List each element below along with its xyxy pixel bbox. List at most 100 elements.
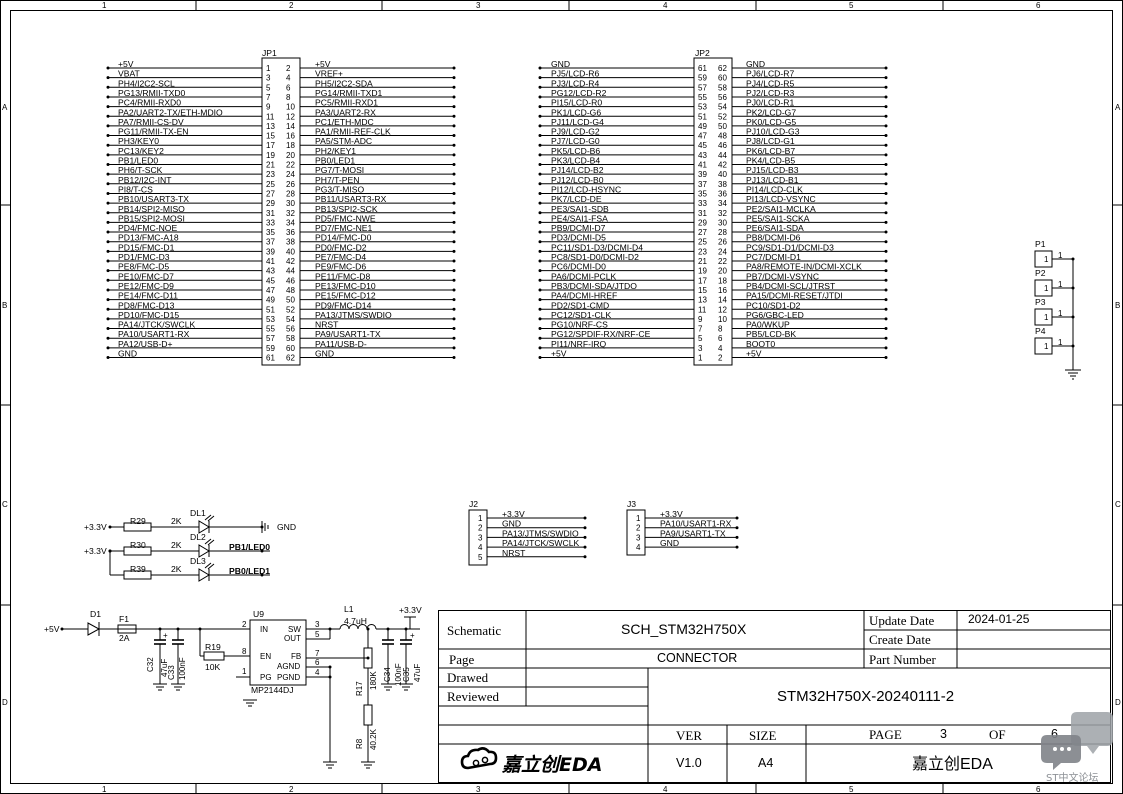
jp1-pin-even: 50	[286, 296, 295, 305]
jp1-pin-odd: 19	[266, 151, 275, 160]
jp1-net-right: PD5/FMC-NWE	[315, 213, 376, 223]
jp1-net-left: PI8/T-CS	[118, 184, 153, 194]
mount-pin: 1	[1044, 313, 1049, 322]
frame-col-label: 1	[102, 1, 107, 10]
jp2-pin-odd: 37	[698, 180, 707, 189]
jp2-pin-odd: 23	[698, 247, 707, 256]
jp2-net-left: PE4/SAI1-FSA	[551, 213, 608, 223]
jp1-pin-even: 10	[286, 103, 295, 112]
frame-col-label: 3	[476, 785, 481, 794]
jp1-pin-odd: 57	[266, 334, 275, 343]
jp2-pin-even: 56	[718, 93, 727, 102]
jp2-net-right: PB7/DCMI-VSYNC	[746, 271, 819, 281]
jp2-pin-odd: 13	[698, 296, 707, 305]
j2-pin-net: PA14/JTCK/SWCLK	[502, 538, 579, 548]
r19-value: 10K	[205, 662, 221, 672]
jp2-net-left: PJ11/LCD-G4	[551, 117, 604, 127]
j2-pin-num: 2	[478, 524, 483, 533]
jp2-net-left: PC11/SD1-D3/DCMI-D4	[551, 242, 643, 252]
jp2-pin-odd: 33	[698, 199, 707, 208]
jp1-net-right: PE7/FMC-D4	[315, 252, 366, 262]
jp2-net-right: PJ2/LCD-R3	[746, 88, 794, 98]
jp2-pin-even: 16	[718, 286, 727, 295]
jp1-net-right: PB0/LED1	[315, 156, 355, 166]
jp2-pin-even: 14	[718, 296, 727, 305]
jp1-pin-even: 42	[286, 257, 295, 266]
jp2-net-right: PA15/DCMI-RESET/JTDI	[746, 291, 843, 301]
frame-col-label: 5	[849, 1, 854, 10]
jp2-net-right: GND	[746, 59, 765, 69]
r19-label: R19	[205, 642, 221, 652]
tb-pagenum-value: 3	[940, 727, 947, 741]
jp2-pin-even: 46	[718, 141, 727, 150]
u9-label: U9	[253, 609, 264, 619]
jp2-pin-even: 26	[718, 238, 727, 247]
u9-pin-pg: PG	[260, 673, 272, 682]
u9-num-1: 1	[242, 667, 247, 676]
watermark: ST中文论坛	[1041, 712, 1113, 784]
jp2-pin-odd: 15	[698, 286, 707, 295]
ground-symbols-output	[243, 683, 413, 769]
l1-label: L1	[344, 604, 354, 614]
jp1-pin-even: 48	[286, 286, 295, 295]
c34-capacitor	[382, 629, 394, 684]
jp1-pin-odd: 17	[266, 141, 275, 150]
jp2-pin-odd: 41	[698, 161, 707, 170]
jp2-pin-even: 42	[718, 161, 727, 170]
jp1-net-right: PH5/I2C2-SDA	[315, 78, 373, 88]
led-diode-symbol	[198, 520, 210, 534]
jlc-logo: 嘉立创EDA	[460, 747, 602, 776]
c33-label: C33	[167, 665, 176, 680]
jp2-pin-odd: 43	[698, 151, 707, 160]
jp2-pin-even: 10	[718, 315, 727, 324]
frame-col-label: 4	[663, 785, 668, 794]
jp2-net-right: PJ4/LCD-R5	[746, 78, 794, 88]
r17-value: 180K	[369, 671, 378, 690]
jp2-net-right: PJ13/LCD-B1	[746, 175, 799, 185]
tb-pagenum-label: PAGE	[869, 727, 902, 742]
jp1-net-left: PB12/I2C-INT	[118, 175, 172, 185]
jp2-net-right: PJ6/LCD-R7	[746, 69, 794, 79]
jp1-net-right: PA13/JTMS/SWDIO	[315, 310, 392, 320]
c33-capacitor	[172, 629, 184, 684]
jp2-net-right: BOOT0	[746, 339, 775, 349]
jp2-net-left: PE3/SAI1-SDB	[551, 204, 609, 214]
jp2-pin-odd: 57	[698, 83, 707, 92]
u9-num-6: 6	[315, 658, 320, 667]
c34-value: 100nF	[394, 663, 403, 686]
jp1-pin-odd: 47	[266, 286, 275, 295]
jp1-net-left: PB14/SPI2-MISO	[118, 204, 185, 214]
jp2-net-left: PI12/LCD-HSYNC	[551, 184, 621, 194]
j3-pin-net: GND	[660, 538, 679, 548]
f1-label: F1	[119, 614, 129, 624]
jp2-net-left: PC8/SD1-D0/DCMI-D2	[551, 252, 639, 262]
r17-label: R17	[355, 681, 364, 696]
vin-label: +5V	[44, 624, 60, 634]
jp1-net-right: PA1/RMII-REF-CLK	[315, 127, 391, 137]
frame-col-label: 6	[1036, 785, 1041, 794]
jp2-net-left: PA4/DCMI-HREF	[551, 291, 617, 301]
jp2-net-right: PI14/LCD-CLK	[746, 184, 803, 194]
jp1-net-right: PD14/FMC-D0	[315, 233, 372, 243]
u9-pin-in: IN	[260, 625, 268, 634]
jp1-net-left: PD13/FMC-A18	[118, 233, 179, 243]
l1-inductor-symbol	[339, 624, 377, 630]
jp1-net-right: PB13/SPI2-SCK	[315, 204, 378, 214]
jp2-net-left: PJ12/LCD-B0	[551, 175, 604, 185]
jp2-net-left: PG12/SPDIF-RX/NRF-CE	[551, 329, 651, 339]
tb-size-value: A4	[758, 756, 773, 770]
jp1-net-right: PE15/FMC-D12	[315, 291, 376, 301]
jp1-net-left: PE14/FMC-D11	[118, 291, 178, 301]
jp1-net-right: PG7/T-MOSI	[315, 165, 364, 175]
jp1-pin-odd: 39	[266, 247, 275, 256]
svg-text:+: +	[163, 631, 168, 640]
jp1-net-left: VBAT	[118, 69, 141, 79]
u9-num-5: 5	[315, 630, 320, 639]
j3-pin-net: PA9/USART1-TX	[660, 528, 726, 538]
jp2-pin-even: 24	[718, 247, 727, 256]
jp2-pin-even: 2	[718, 354, 723, 363]
led-diode-symbol	[198, 568, 210, 582]
jp2-pin-odd: 31	[698, 209, 707, 218]
